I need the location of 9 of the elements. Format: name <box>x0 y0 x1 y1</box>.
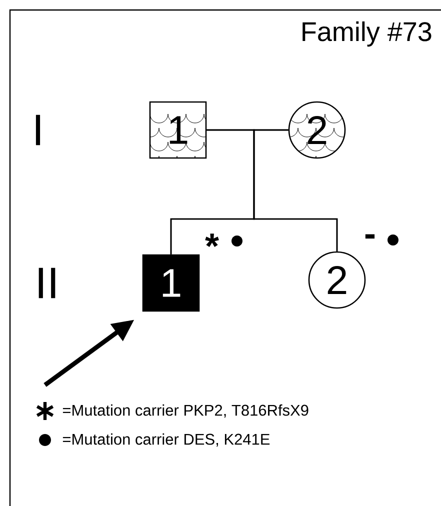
generation-label: II <box>38 268 56 298</box>
male-square: 1 <box>142 254 200 312</box>
legend-text: =Mutation carrier PKP2, T816RfsX9 <box>62 404 308 418</box>
descent-line <box>253 129 338 252</box>
marker-text: - <box>365 234 375 239</box>
generation-label: I <box>36 114 40 146</box>
title: Family #73 <box>302 21 432 47</box>
marker-text: * <box>205 234 219 248</box>
legend-text: =Mutation carrier DES, K241E <box>62 433 270 447</box>
